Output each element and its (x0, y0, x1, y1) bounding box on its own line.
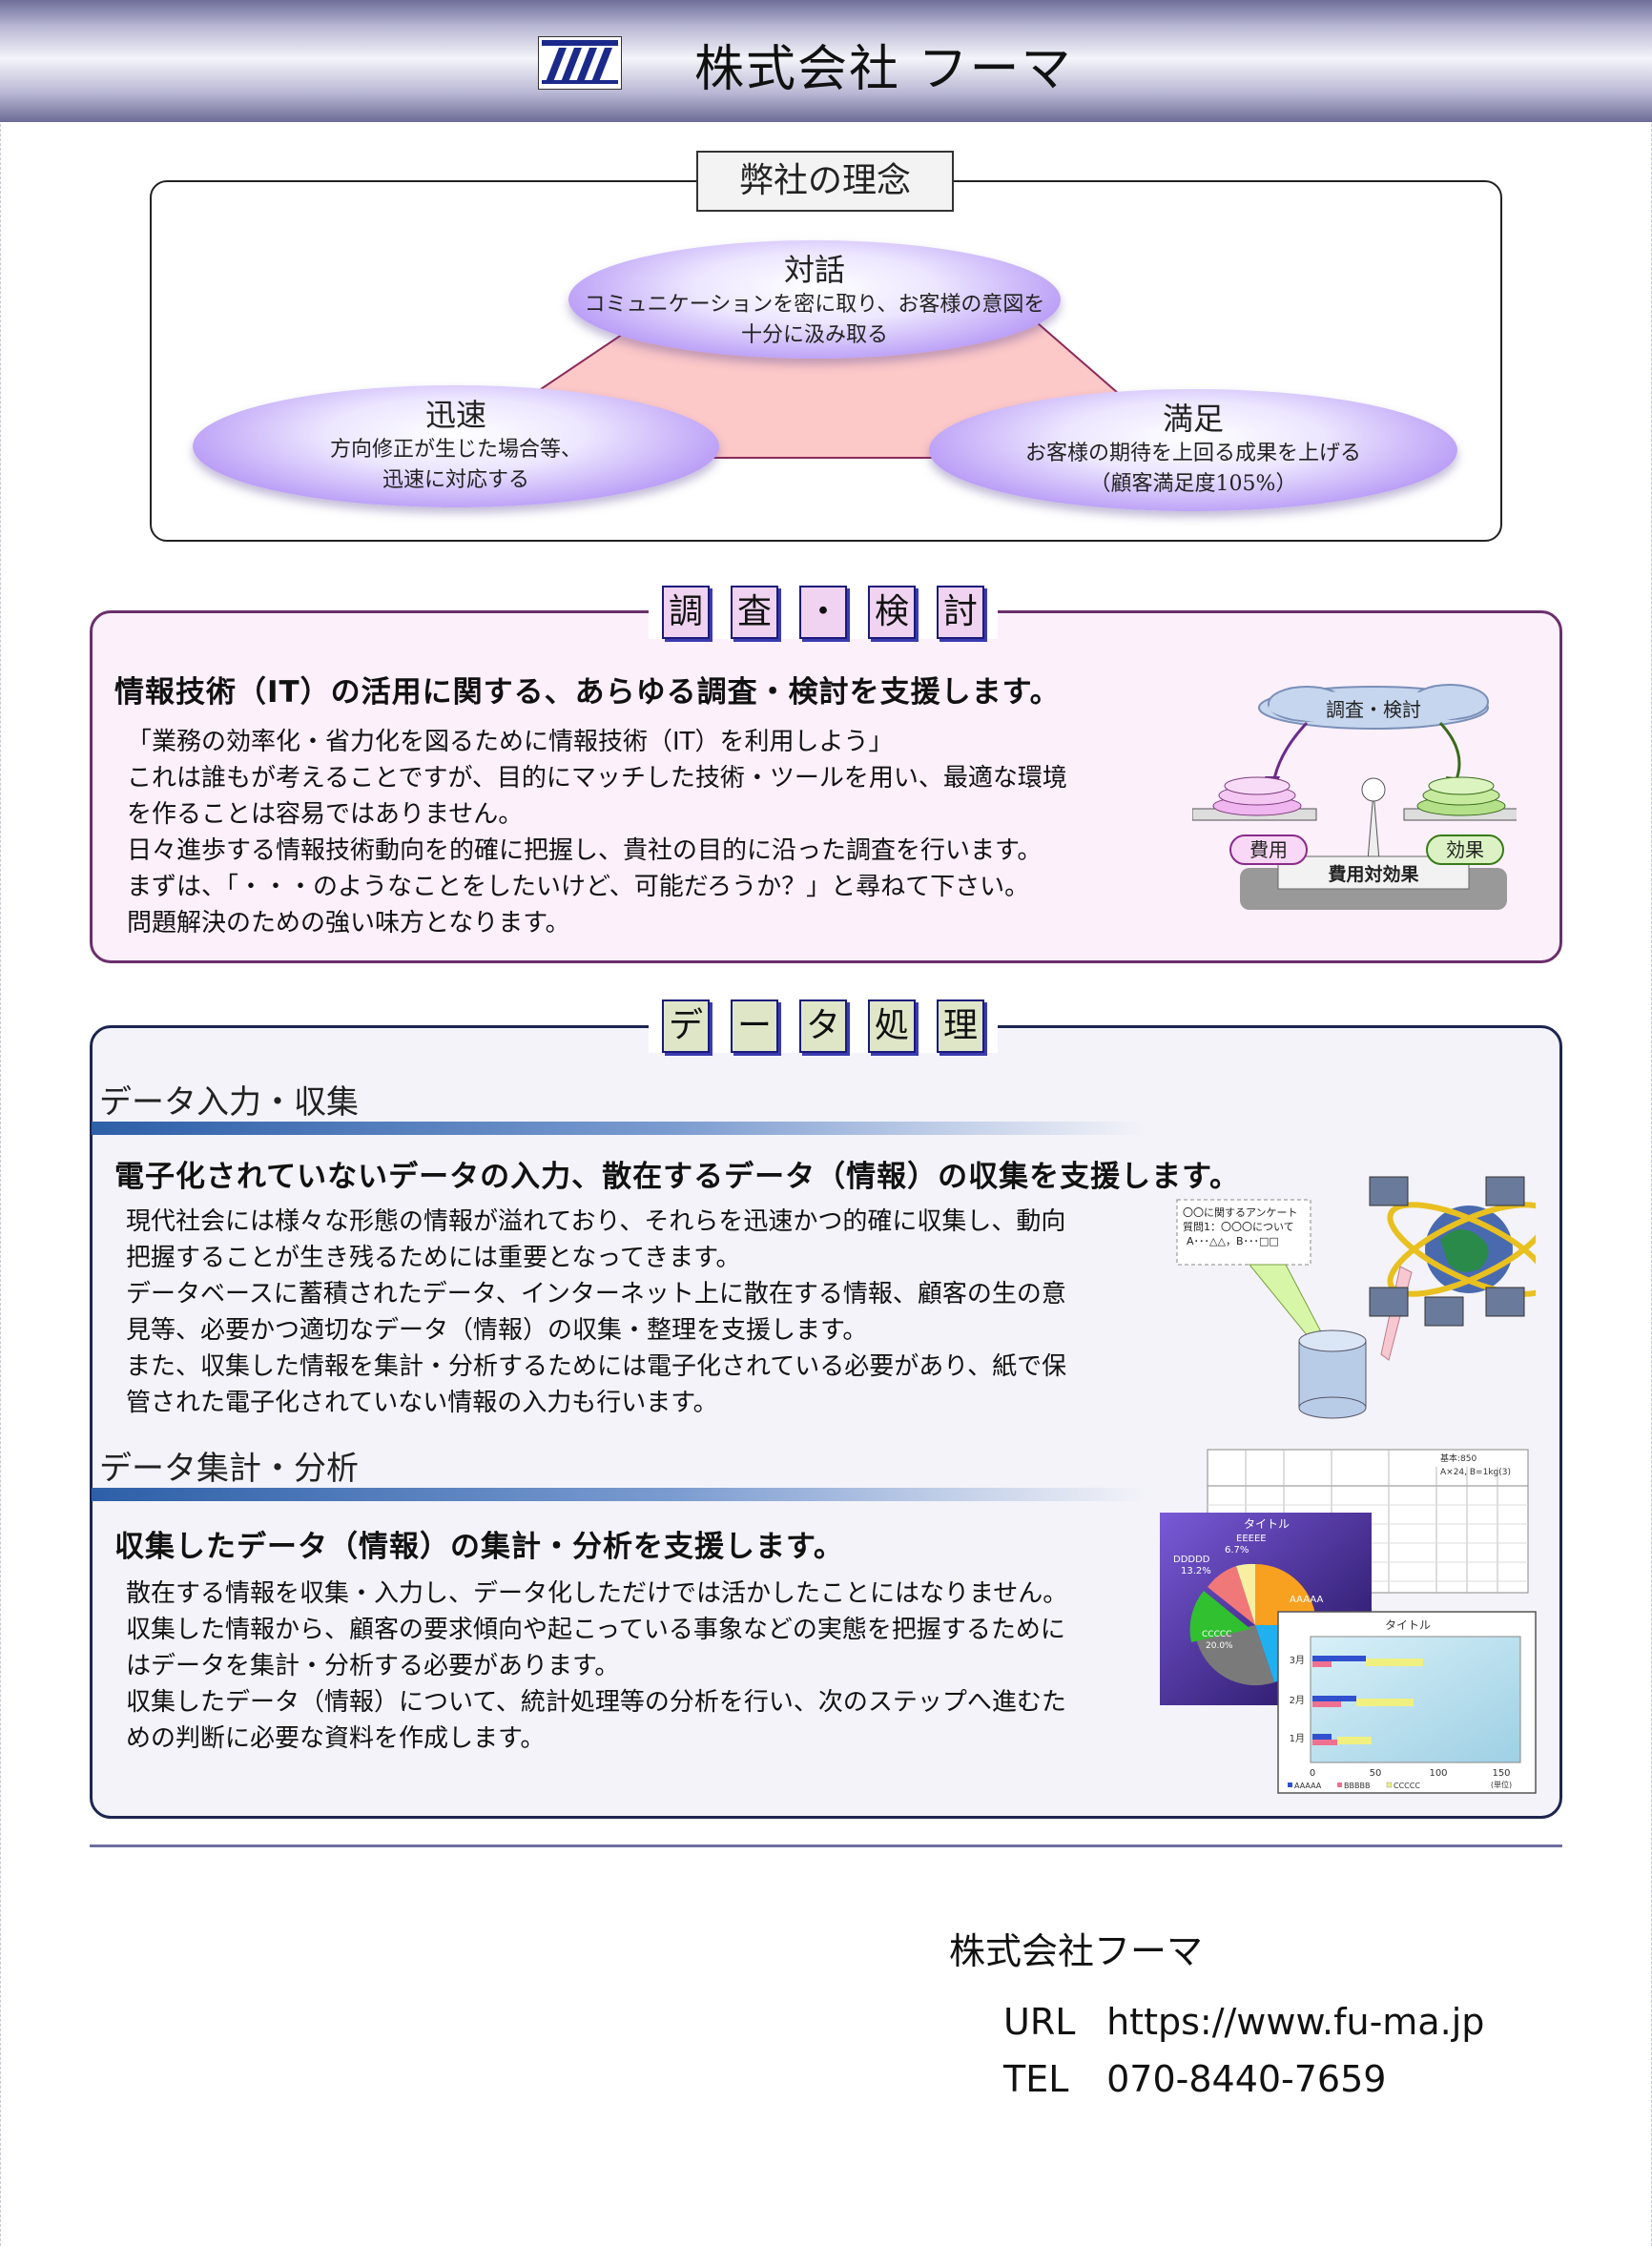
data-analysis-line: 散在する情報を収集・入力し、データ化しただけでは活かしたことにはなりません。 (126, 1579, 1068, 1608)
speed-line: 方向修正が生じた場合等、 (329, 438, 582, 462)
research-line: まずは、「・・・のようなことをしたいけど、可能だろうか？」と尋ねて下さい。 (127, 873, 1030, 901)
bar-row (1312, 1734, 1372, 1745)
bar-tick: 100 (1429, 1768, 1447, 1779)
website-link[interactable]: https://www.fu-ma.jp (1106, 2001, 1485, 2043)
company-logo (538, 36, 622, 90)
diagram-effect-label: 効果 (1446, 838, 1484, 861)
data-analysis-line: 収集したデータ（情報）について、統計処理等の分析を行い、次のステップへ進むた (126, 1688, 1066, 1717)
bar-category: 1月 (1290, 1733, 1305, 1744)
data-tag: 処 (868, 999, 916, 1053)
dialogue-line: コミュニケーションを密に取り、お客様の意図を (584, 293, 1045, 317)
cost-benefit-diagram: 調査・検討 費用対効果 費用 効果 (1192, 684, 1517, 910)
survey-note-line: 質問1：〇〇〇について (1183, 1220, 1294, 1233)
bar-row (1312, 1696, 1414, 1707)
satisfaction-title: 満足 (1162, 401, 1224, 437)
url-label: URL (1003, 2001, 1076, 2043)
research-tag: 査 (731, 586, 778, 639)
data-analysis-body: 散在する情報を収集・入力し、データ化しただけでは活かしたことにはなりません。 収… (126, 1576, 1067, 1757)
data-input-line: 管された電子化されていない情報の入力も行います。 (126, 1389, 718, 1417)
pie-label: 20.0% (1206, 1641, 1233, 1651)
footer-divider (90, 1844, 1562, 1847)
dialogue-line: 十分に汲み取る (740, 323, 888, 347)
research-line: 「業務の効率化・省力化を図るために情報技術（IT）を利用しよう」 (127, 728, 894, 756)
philosophy-speed: 迅速 方向修正が生じた場合等、 迅速に対応する (193, 385, 719, 507)
footer-company: 株式会社フーマ (949, 1930, 1204, 1972)
data-tag: タ (799, 999, 847, 1053)
speed-title: 迅速 (424, 397, 486, 433)
data-input-heading: データ入力・収集 (99, 1083, 359, 1122)
research-line: これは誰もが考えることですが、目的にマッチした技術・ツールを用い、最適な環境 (127, 764, 1067, 793)
data-input-line: 見等、必要かつ適切なデータ（情報）の収集・整理を支援します。 (126, 1316, 868, 1345)
bar-title: タイトル (1385, 1618, 1431, 1632)
bar-unit: (単位) (1491, 1780, 1512, 1789)
pie-title: タイトル (1244, 1517, 1290, 1531)
research-line: 問題解決のための強い味方となります。 (127, 909, 570, 938)
bar-row (1312, 1656, 1423, 1667)
survey-note-line: 〇〇に関するアンケート (1183, 1206, 1298, 1219)
research-lead: 情報技術（IT）の活用に関する、あらゆる調査・検討を支援します。 (114, 675, 1061, 710)
satisfaction-line: （顧客満足度105%） (1089, 472, 1297, 496)
bar-tick: 50 (1370, 1768, 1382, 1779)
pie-label: DDDDD (1173, 1555, 1210, 1565)
footer-tel-row: TEL 070-8440-7659 (1003, 2058, 1386, 2100)
pie-label: AAAAA (1290, 1595, 1323, 1605)
bar-category: 3月 (1290, 1655, 1305, 1666)
sheet-note: 基本:850 (1440, 1453, 1476, 1464)
data-analysis-heading: データ集計・分析 (99, 1450, 359, 1488)
header-bar: 株式会社 フーマ (0, 0, 1652, 122)
data-input-line: 把握することが生き残るためには重要となってきます。 (126, 1244, 741, 1272)
data-tag: ー (731, 999, 778, 1053)
data-input-lead: 電子化されていないデータの入力、散在するデータ（情報）の収集を支援します。 (114, 1160, 1240, 1194)
philosophy-dialogue: 対話 コミュニケーションを密に取り、お客様の意図を 十分に汲み取る (568, 240, 1061, 359)
data-tag: 理 (937, 999, 984, 1053)
pie-label: 6.7% (1225, 1545, 1249, 1556)
data-collection-illustration: 〇〇に関するアンケート 質問1：〇〇〇について A･･･△△，B･･･□□ (1176, 1176, 1536, 1419)
pie-label: CCCCC (1202, 1630, 1231, 1639)
research-line: 日々進歩する情報技術動向を的確に把握し、貴社の目的に沿った調査を行います。 (127, 836, 1043, 865)
research-tag: 調 (662, 586, 710, 639)
data-analysis-line: はデータを集計・分析する必要があります。 (126, 1652, 620, 1680)
speed-line: 迅速に対応する (382, 468, 529, 492)
pie-label: EEEEE (1236, 1534, 1267, 1544)
data-input-line: 現代社会には様々な形態の情報が溢れており、それらを迅速かつ的確に収集し、動向 (126, 1207, 1066, 1236)
philosophy-title: 弊社の理念 (696, 151, 954, 212)
data-processing-tags: デ ー タ 処 理 (649, 999, 998, 1053)
cloud-label: 調査・検討 (1326, 698, 1421, 721)
bar-tick: 0 (1310, 1768, 1315, 1779)
dialogue-title: 対話 (783, 252, 845, 288)
satisfaction-line: お客様の期待を上回る成果を上げる (1024, 442, 1361, 465)
bar-tick: 150 (1492, 1768, 1510, 1779)
research-tag: 検 (868, 586, 916, 639)
data-analysis-lead: 収集したデータ（情報）の集計・分析を支援します。 (114, 1530, 844, 1564)
philosophy-satisfaction: 満足 お客様の期待を上回る成果を上げる （顧客満足度105%） (929, 389, 1457, 511)
data-tag: デ (662, 999, 710, 1053)
survey-note-line: A･･･△△，B･･･□□ (1187, 1235, 1279, 1247)
data-analysis-line: 収集した情報から、顧客の要求傾向や起こっている事象などの実態を把握するために (126, 1616, 1065, 1644)
bar-legend: BBBBB (1344, 1782, 1370, 1790)
pie-label: 13.2% (1181, 1566, 1211, 1576)
sheet-note: A×24, B=1kg(3) (1440, 1468, 1511, 1477)
data-input-bar (92, 1122, 1145, 1135)
bar-legend: AAAAA (1294, 1782, 1322, 1790)
data-input-body: 現代社会には様々な形態の情報が溢れており、それらを迅速かつ的確に収集し、動向 把… (126, 1204, 1066, 1421)
bar-category: 2月 (1290, 1695, 1305, 1706)
header-company-name: 株式会社 フーマ (694, 41, 1073, 98)
bar-legend: CCCCC (1394, 1782, 1420, 1790)
diagram-cost-label: 費用 (1249, 838, 1288, 861)
research-tag: ・ (799, 586, 847, 639)
research-line: を作ることは容易ではありません。 (127, 800, 524, 829)
data-input-line: データベースに蓄積されたデータ、インターネット上に散在する情報、顧客の生の意 (126, 1280, 1066, 1308)
diagram-base-label: 費用対効果 (1328, 863, 1418, 885)
tel-label: TEL (1003, 2058, 1069, 2100)
research-body: 「業務の効率化・省力化を図るために情報技術（IT）を利用しよう」 これは誰もが考… (127, 724, 1067, 941)
footer-url-row: URL https://www.fu-ma.jp (1003, 2001, 1484, 2043)
data-analysis-line: めの判断に必要な資料を作成します。 (126, 1724, 546, 1753)
data-input-line: また、収集した情報を集計・分析するためには電子化されている必要があり、紙で保 (126, 1352, 1067, 1381)
data-analysis-bar (92, 1488, 1145, 1501)
research-tag: 討 (937, 586, 984, 639)
phone-number: 070-8440-7659 (1106, 2058, 1387, 2100)
research-tags: 調 査 ・ 検 討 (649, 586, 998, 639)
analysis-illustration: 基本:850 A×24, B=1kg(3) タイトル EEEEE 6.7% DD… (1160, 1449, 1537, 1794)
